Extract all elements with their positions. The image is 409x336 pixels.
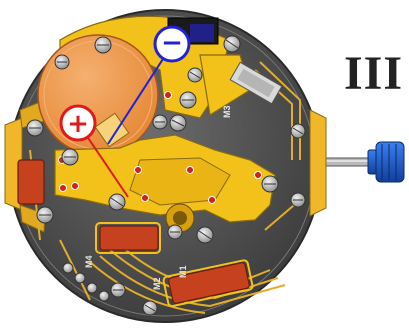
positive-sign: +	[67, 109, 89, 139]
pad-label-m2: M2	[152, 277, 162, 290]
crown-position-label: III	[344, 50, 403, 98]
crown	[368, 142, 404, 182]
pad-label-m4: M4	[84, 255, 94, 268]
negative-sign: −	[161, 28, 183, 58]
pad-label-m1: M1	[178, 265, 188, 278]
pad-label-m3: M3	[222, 105, 232, 118]
